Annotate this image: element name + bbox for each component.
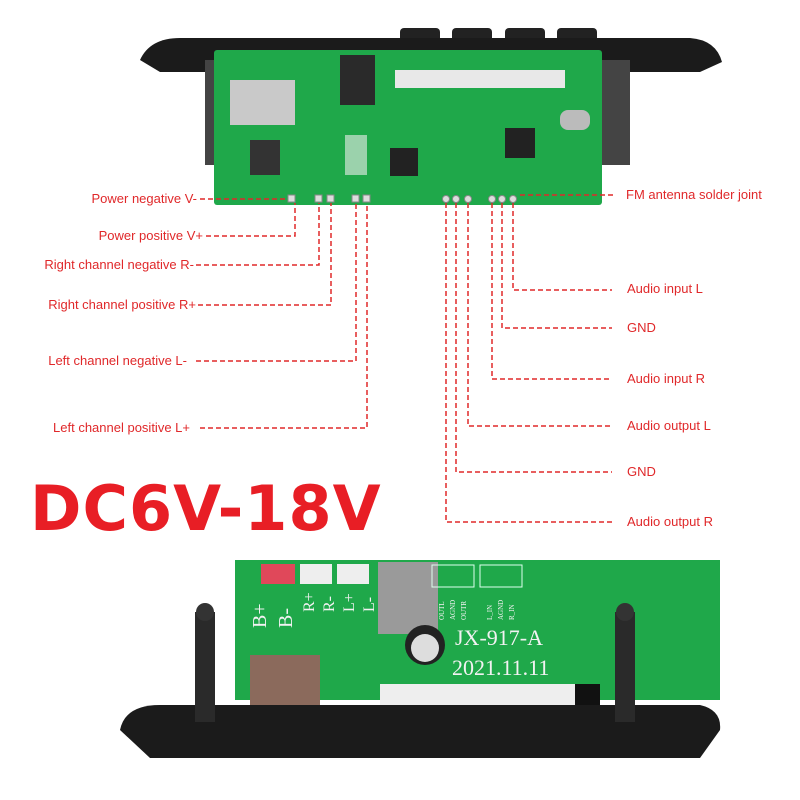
label-left-positive: Left channel positive L+ [53, 420, 190, 435]
label-fm-antenna: FM antenna solder joint [626, 187, 762, 202]
leader-lines [196, 194, 615, 523]
silk-r-in: R_IN [508, 604, 516, 620]
label-gnd-2: GND [627, 464, 656, 479]
silk-agnd: AGND [449, 600, 457, 620]
silk-l-minus: L- [361, 597, 378, 612]
label-audio-input-l: Audio input L [627, 281, 703, 296]
silk-b-plus: B+ [249, 603, 271, 628]
silk-agnd-2: AGND [497, 600, 505, 620]
label-right-negative: Right channel negative R- [44, 257, 194, 272]
label-power-positive: Power positive V+ [98, 228, 203, 243]
silk-l-plus: L+ [341, 593, 358, 612]
board-date: 2021.11.11 [452, 655, 549, 680]
label-audio-output-r: Audio output R [627, 514, 714, 529]
label-gnd-1: GND [627, 320, 656, 335]
silk-l-in: L_IN [486, 605, 494, 620]
voltage-range-title: DC6V-18V [30, 472, 382, 545]
label-audio-input-r: Audio input R [627, 371, 706, 386]
top-module [140, 28, 722, 205]
label-left-negative: Left channel negative L- [48, 353, 187, 368]
label-power-negative: Power negative V- [91, 191, 197, 206]
silk-r-minus: R- [321, 596, 338, 612]
label-right-positive: Right channel positive R+ [48, 297, 196, 312]
pcb-top [214, 50, 602, 205]
silk-r-plus: R+ [301, 592, 318, 612]
silk-b-minus: B- [275, 608, 297, 628]
silkscreen: B+ B- R+ R- L+ L- OUTL AGND OUTR L_IN AG… [249, 592, 549, 680]
board-model: JX-917-A [455, 625, 543, 650]
solder-pins [287, 194, 517, 203]
bottom-module [120, 560, 721, 758]
silk-outl: OUTL [438, 601, 446, 620]
label-audio-output-l: Audio output L [627, 418, 711, 433]
silk-outr: OUTR [460, 601, 468, 620]
